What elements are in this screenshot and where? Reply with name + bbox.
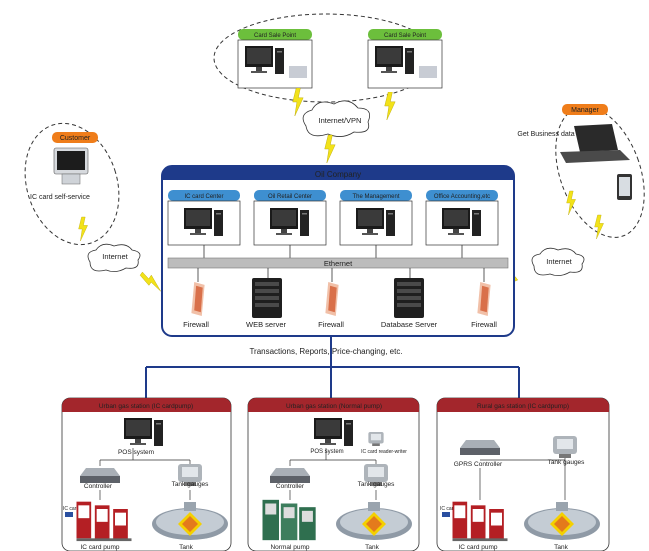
ethernet-label: Ethernet [324, 259, 353, 268]
center-oil-retail: Oil Retail Center [253, 190, 327, 246]
center-label: Oil Retail Center [268, 194, 312, 200]
center-office-accounting: Office Accounting,etc [425, 190, 499, 246]
controller-label: GPRS Controller [454, 461, 503, 468]
smartphone-icon [617, 174, 632, 200]
lightning-icon [324, 134, 336, 164]
internet-vpn-label: Internet/VPN [319, 116, 362, 125]
manager-badge [562, 104, 608, 115]
center-label: Office Accounting,etc [434, 194, 490, 200]
customer-ellipse [24, 122, 120, 246]
ic-card-tag: IC card [440, 506, 456, 512]
ic-card-icon [442, 512, 450, 517]
card-printer-icon [419, 66, 437, 78]
pos-label: POS system [118, 449, 154, 456]
customer-caption: IC card self-service [30, 194, 90, 201]
pump-label: IC card pump [80, 544, 119, 551]
company-station-links [145, 336, 520, 398]
manager-badge-label: Manager [571, 107, 599, 114]
lightning-icon [594, 214, 604, 240]
ethernet-bar [167, 257, 509, 269]
firewall-label-3: Firewall [471, 320, 497, 329]
firewall-label-2: Firewall [318, 320, 344, 329]
ic-card-icon [65, 512, 73, 517]
laptop-icon [560, 124, 630, 163]
customer-badge-label: Customer [60, 135, 91, 142]
station-title: Rural gas station (IC cardpump) [477, 403, 569, 410]
tank-gauges-label: Tank gauges [358, 481, 396, 488]
ic-card-tag: IC card [63, 506, 79, 512]
customer-internet-label: Internet [102, 252, 128, 261]
web-server-icon [252, 278, 282, 318]
station-rural-ic: Rural gas station (IC cardpump) GPRS Con… [436, 397, 610, 551]
card-sale-label-1: Card Sale Point [254, 33, 296, 39]
manager-caption: Get Business data [517, 131, 574, 138]
tank-gauges-label: Tank gauges [172, 481, 210, 488]
pos-label: POS system [310, 449, 343, 455]
tank-label: Tank [554, 544, 568, 551]
tank-label: Tank [365, 544, 379, 551]
pump-label: IC card pump [458, 544, 497, 551]
oil-company-title: Oil Company [315, 170, 361, 179]
station-urban-normal: Urban gas station (Normal pump) POS syst… [247, 397, 420, 551]
database-server-icon [394, 278, 424, 318]
web-server-label: WEB server [246, 320, 287, 329]
gprs-controller-icon [460, 440, 500, 455]
internet-vpn-cloud: Internet/VPN [302, 100, 371, 137]
center-label: IC card Center [184, 194, 223, 200]
station-urban-ic: Urban gas station (IC cardpump) POS syst… [61, 397, 232, 551]
card-sale-point-1: Card Sale Point [237, 29, 313, 89]
lightning-icon [566, 190, 576, 216]
card-sale-label-2: Card Sale Point [384, 33, 426, 39]
manager-ellipse [555, 106, 645, 238]
card-printer-icon [289, 66, 307, 78]
transactions-label: Transactions, Reports, Price-changing, e… [249, 347, 402, 356]
center-management: The Management [339, 190, 413, 246]
controller-label: Controller [276, 483, 305, 490]
customer-badge [52, 132, 98, 143]
device-links [197, 268, 485, 282]
station-title: Urban gas station (IC cardpump) [99, 403, 193, 410]
station-title: Urban gas station (Normal pump) [286, 403, 382, 410]
customer-internet-cloud: Internet [87, 243, 141, 272]
controller-icon [270, 468, 310, 483]
pump-label: Normal pump [270, 544, 309, 551]
card-sale-badge-2 [368, 29, 442, 40]
manager-internet-label: Internet [546, 257, 572, 266]
tank-label: Tank [179, 544, 193, 551]
controller-label: Controller [84, 483, 113, 490]
database-server-label: Database Server [381, 320, 438, 329]
self-service-kiosk-icon [53, 147, 89, 185]
lightning-icon [384, 92, 396, 120]
center-links [203, 245, 463, 258]
card-sale-badge-1 [238, 29, 312, 40]
center-ic-card: IC card Center [167, 190, 241, 246]
lightning-icon [78, 216, 88, 242]
card-sale-point-2: Card Sale Point [367, 29, 443, 89]
card-reader-label: IC card reader-writer [361, 449, 407, 455]
controller-icon [80, 468, 120, 483]
manager-internet-cloud: Internet [531, 247, 585, 276]
tank-gauges-label: Tank gauges [548, 459, 586, 466]
lightning-icon [292, 88, 304, 116]
firewall-label-1: Firewall [183, 320, 209, 329]
center-label: The Management [352, 194, 399, 200]
